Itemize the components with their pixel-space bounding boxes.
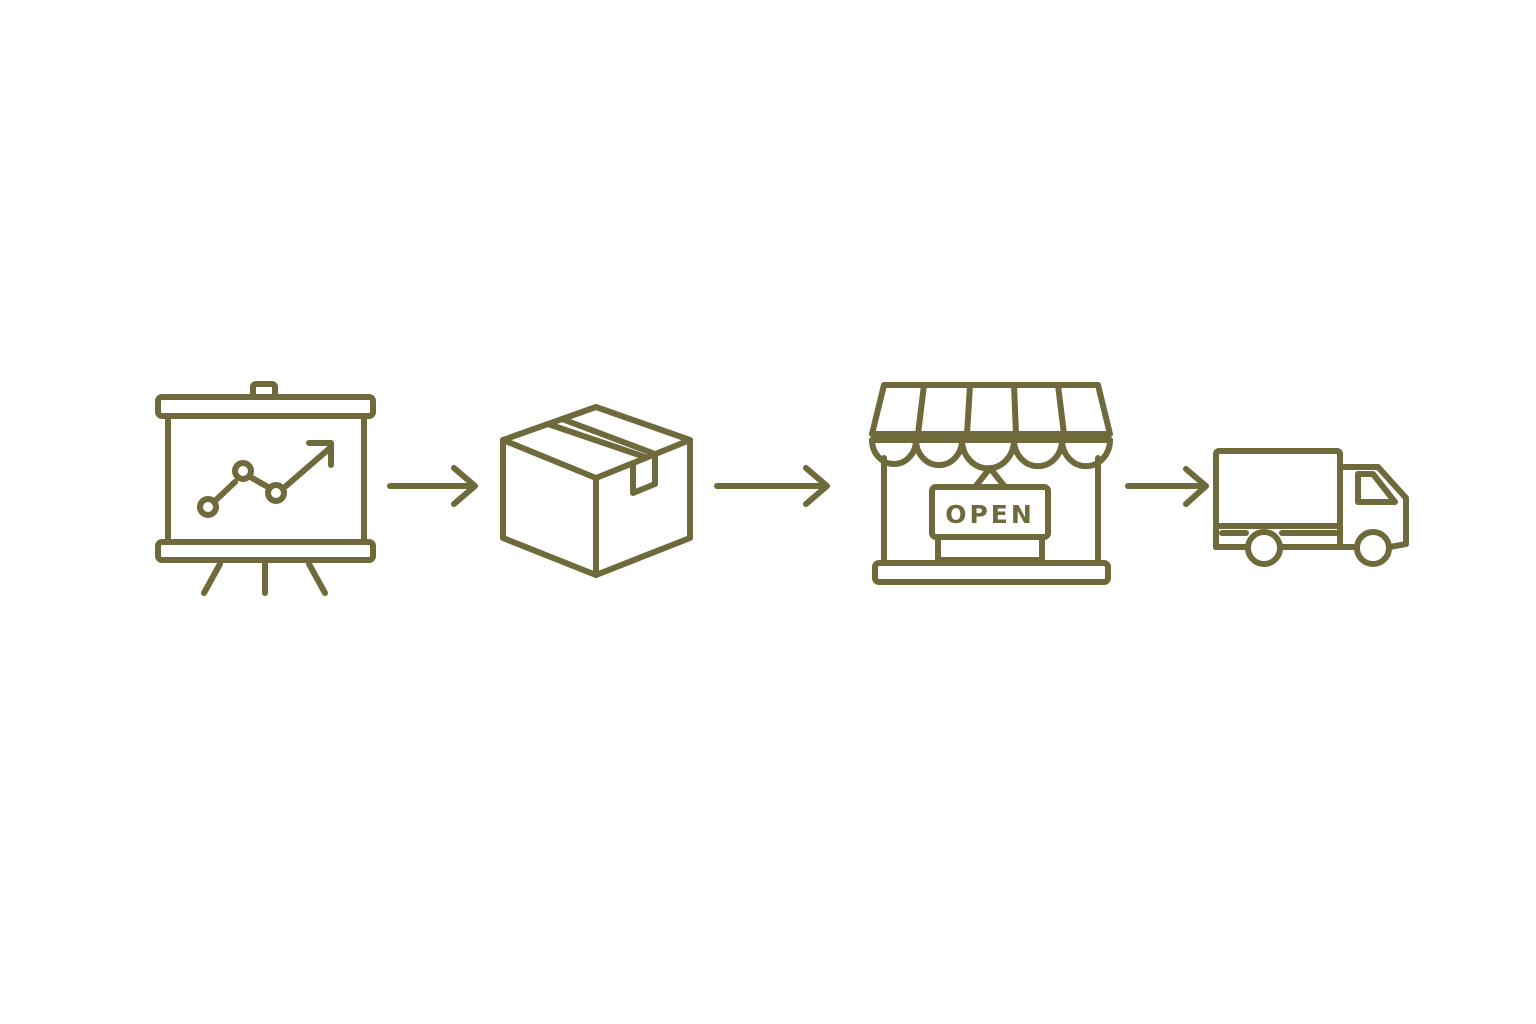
arrow-connector-2 [714,465,830,507]
open-sign-text: OPEN [945,500,1035,529]
delivery-truck-icon [1213,448,1409,567]
storefront-icon: OPEN [869,382,1113,585]
cardboard-box-icon [500,404,693,578]
presentation-chart-icon [155,381,376,596]
arrow-connector-3 [1125,466,1209,507]
arrow-connector-1 [387,465,478,507]
